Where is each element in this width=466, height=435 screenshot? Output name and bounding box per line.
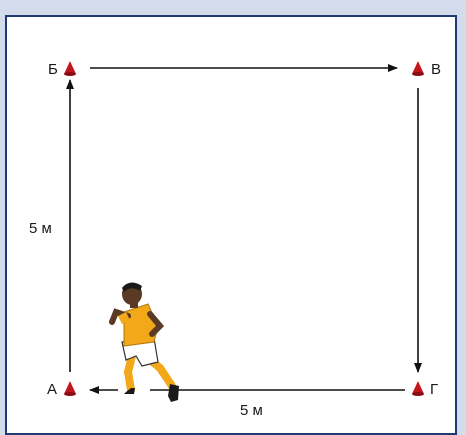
point-label-v: В (431, 61, 441, 78)
diagram-frame (5, 15, 457, 435)
cone-b-icon (64, 61, 76, 76)
distance-label-horizontal: 5 м (240, 402, 263, 419)
cone-a-icon (64, 381, 76, 396)
point-label-b: Б (48, 61, 58, 78)
cone-v-icon (412, 61, 424, 76)
point-label-a: А (47, 381, 57, 398)
cone-g-icon (412, 381, 424, 396)
distance-label-vertical: 5 м (29, 220, 52, 237)
runner-illustration (109, 282, 179, 402)
point-label-g: Г (430, 381, 438, 398)
